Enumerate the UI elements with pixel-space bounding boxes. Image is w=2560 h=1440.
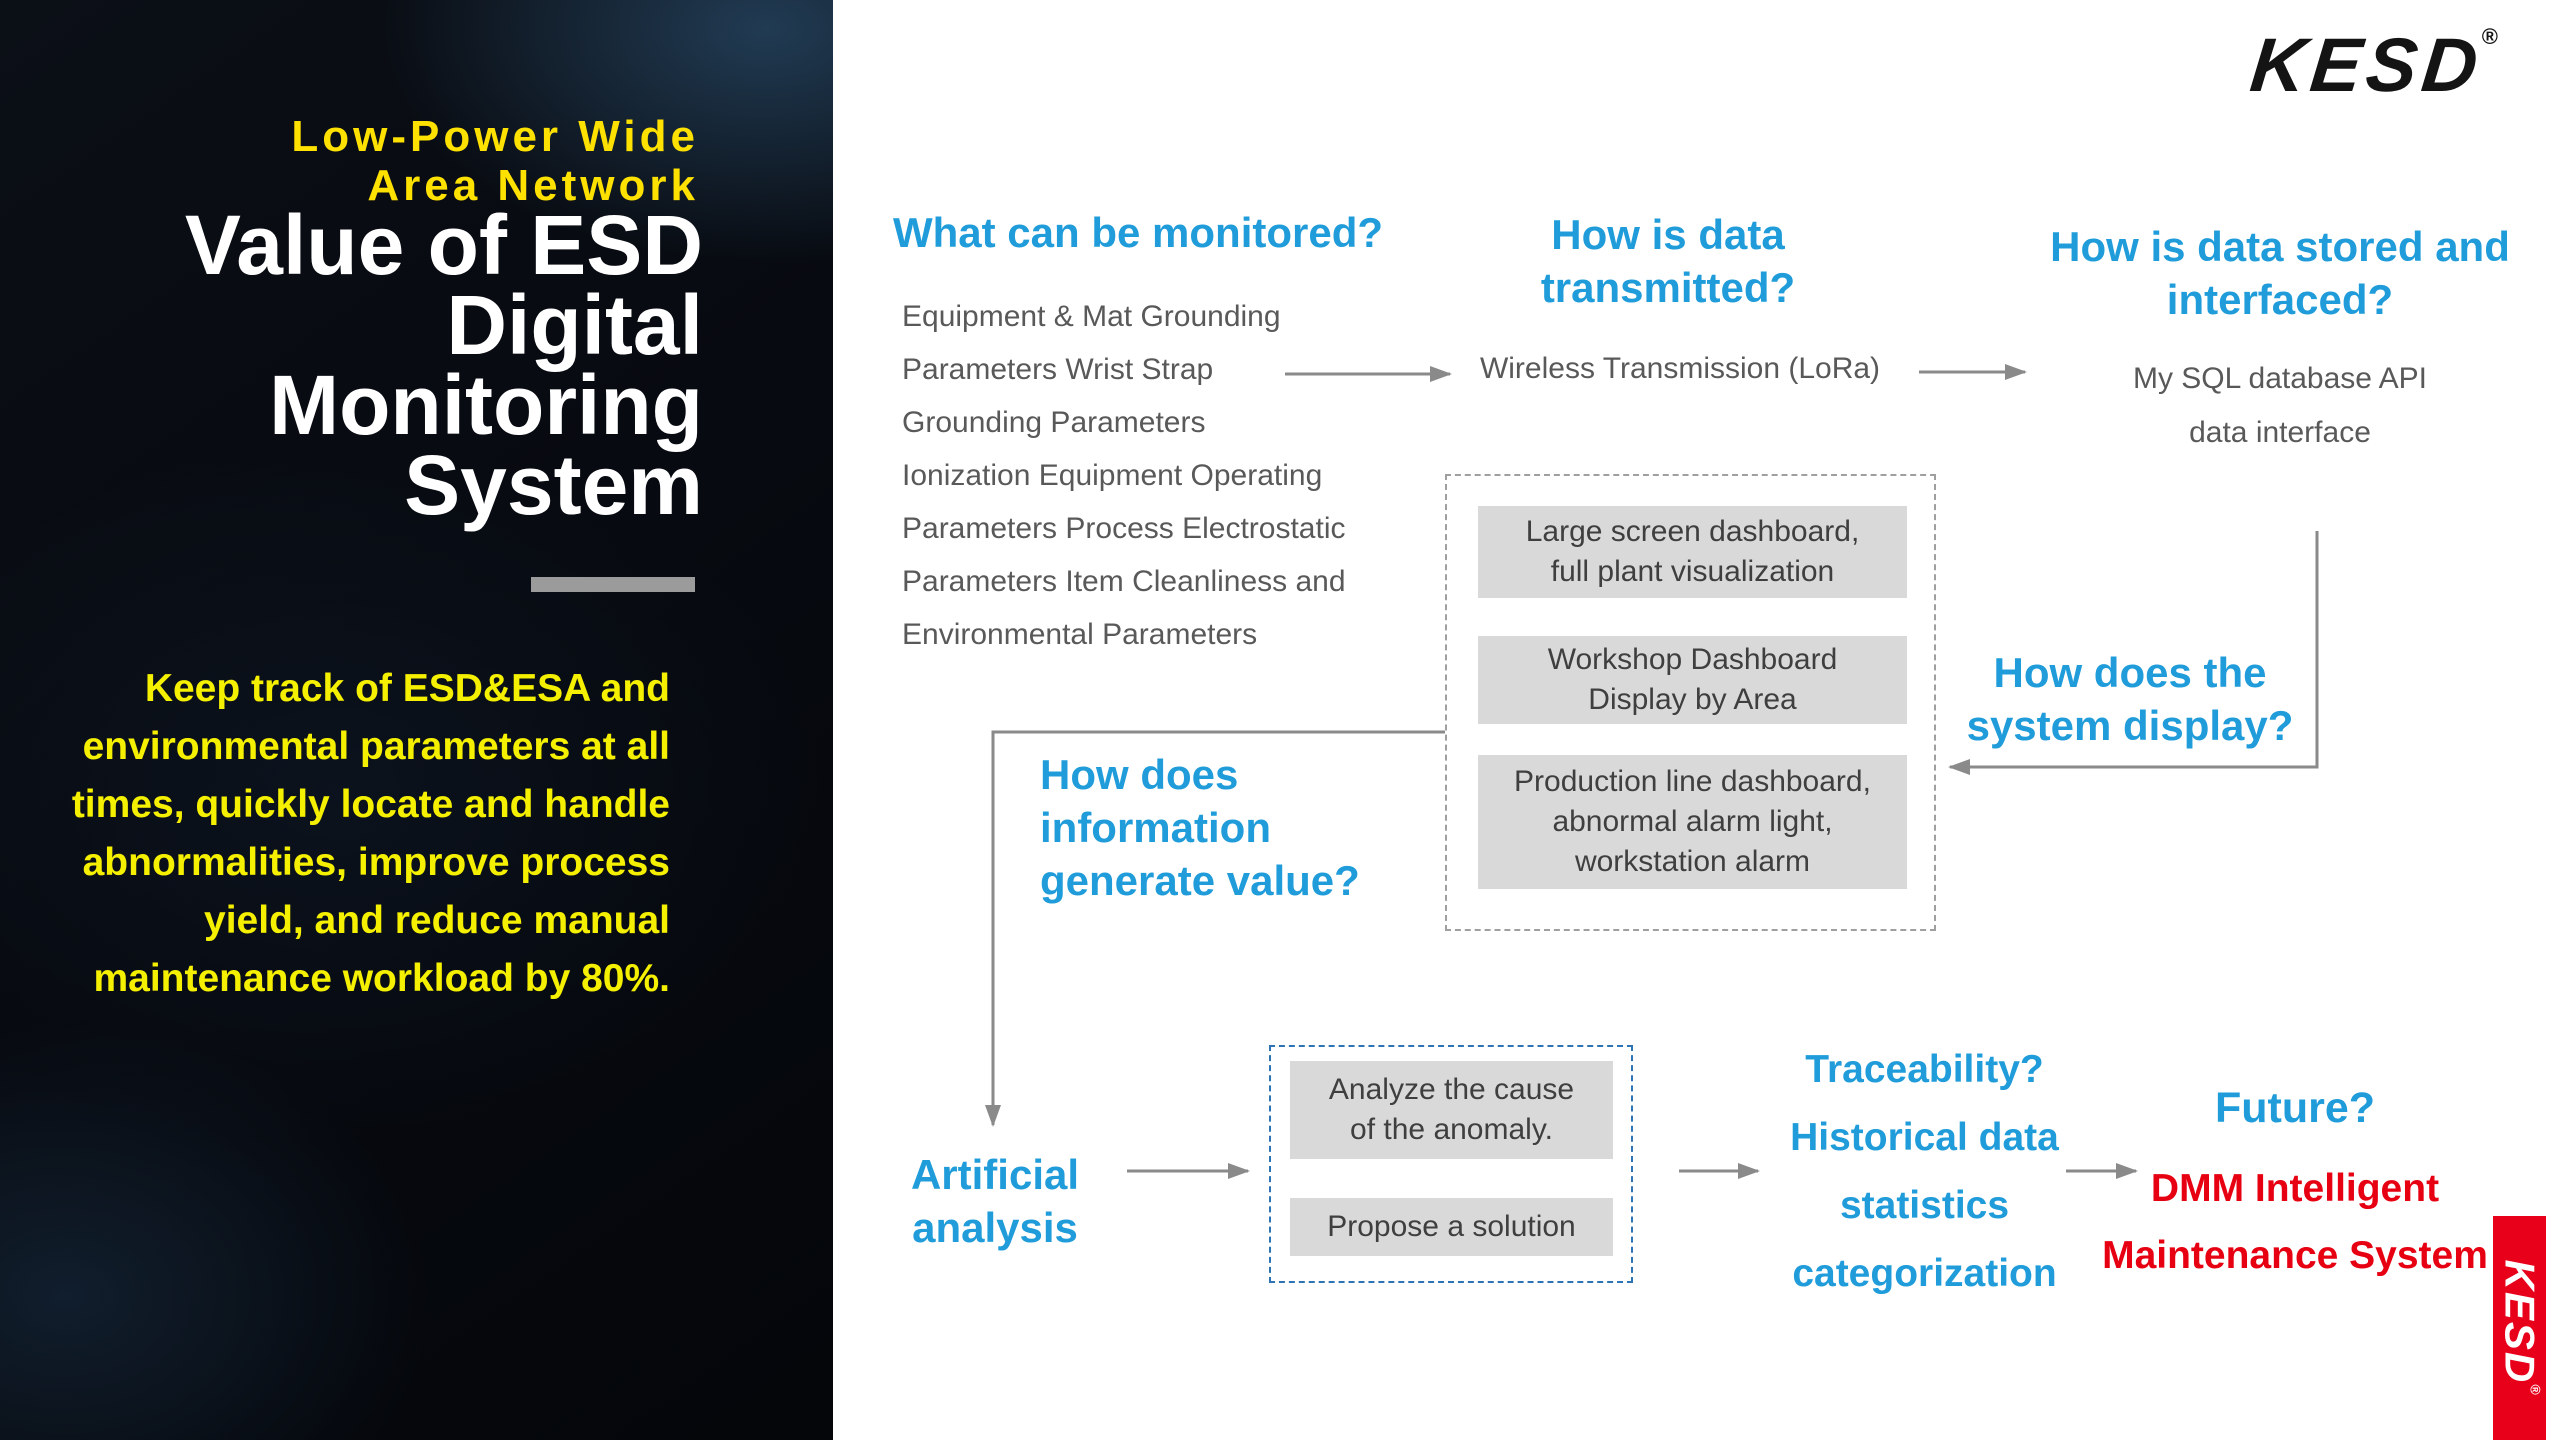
display-box-large-screen: Large screen dashboard, full plant visua… [1478, 506, 1907, 598]
title-divider [531, 577, 695, 592]
analysis-box-analyze-cause: Analyze the cause of the anomaly. [1290, 1061, 1613, 1159]
heading-future: Future? [2214, 1084, 2376, 1132]
registered-mark: ® [2527, 1384, 2544, 1397]
registered-mark: ® [2481, 24, 2498, 49]
display-group-frame [1445, 474, 1936, 931]
brand-logo-vertical-text: KESD® [2496, 1259, 2544, 1397]
heading-monitored: What can be monitored? [893, 209, 1384, 256]
analysis-group-frame [1269, 1045, 1633, 1283]
analysis-box-propose-solution: Propose a solution [1290, 1198, 1613, 1256]
brand-logo-text: KESD [2246, 23, 2487, 108]
transmitted-body: Wireless Transmission (LoRa) [1479, 352, 1881, 385]
display-box-production-line: Production line dashboard, abnormal alar… [1478, 755, 1907, 889]
display-box-workshop: Workshop Dashboard Display by Area [1478, 636, 1907, 724]
brand-logo: KESD® [2246, 22, 2498, 109]
brand-logo-vertical: KESD® [2493, 1216, 2546, 1440]
